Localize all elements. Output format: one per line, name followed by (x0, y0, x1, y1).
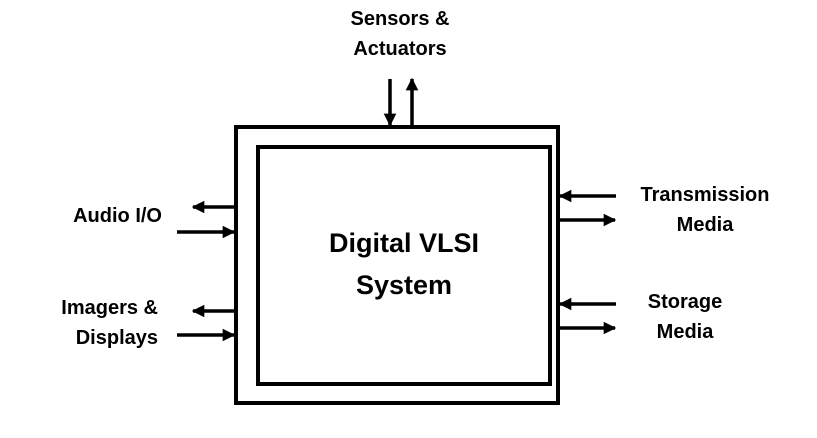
top-label-line1: Sensors & (350, 8, 450, 30)
left-label-audio: Audio I/O (20, 201, 162, 231)
transmission-label-line1: Transmission (640, 184, 770, 206)
imagers-label-line1: Imagers & (61, 297, 158, 319)
transmission-label-line2: Media (676, 214, 734, 236)
left-label-imagers: Imagers & Displays (20, 293, 158, 353)
right-label-storage: Storage Media (620, 287, 750, 347)
center-label-line2: System (355, 270, 453, 300)
audio-label-line1: Audio I/O (73, 205, 162, 227)
top-label: Sensors & Actuators (330, 4, 470, 64)
center-label: Digital VLSI System (258, 222, 550, 306)
imagers-label-line2: Displays (75, 327, 158, 349)
storage-label-line1: Storage (647, 291, 723, 313)
inner-box (256, 145, 552, 386)
top-label-line2: Actuators (353, 38, 447, 60)
right-label-transmission: Transmission Media (620, 180, 790, 240)
outer-box (234, 125, 560, 405)
storage-label-line2: Media (656, 321, 714, 343)
center-label-line1: Digital VLSI (328, 228, 480, 258)
